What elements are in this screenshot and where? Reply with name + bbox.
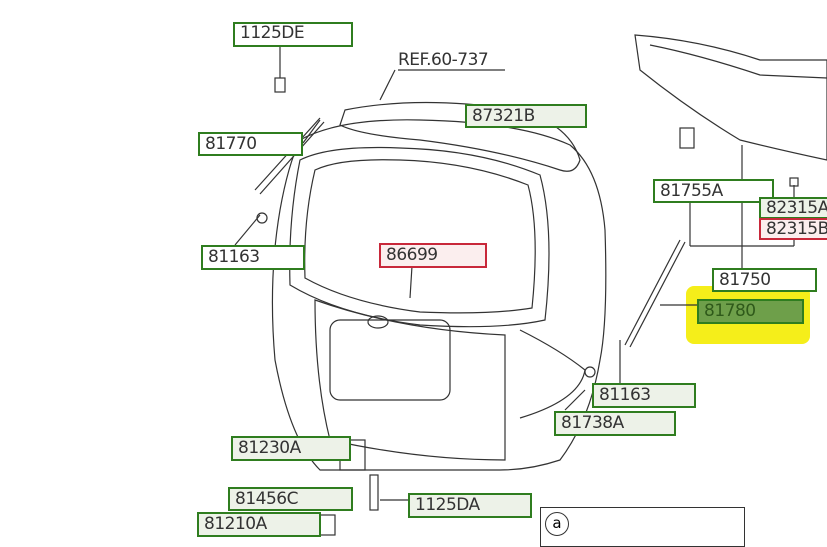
part-label-81738A[interactable]: 81738A [554,411,676,436]
detail-box-a: a [540,507,745,547]
part-label-81163-right[interactable]: 81163 [592,383,696,408]
part-label-81780[interactable]: 81780 [697,299,804,324]
part-label-82315A[interactable]: 82315A [759,197,827,219]
part-label-81230A[interactable]: 81230A [231,436,351,461]
reference-label: REF.60-737 [398,50,489,70]
part-label-81770[interactable]: 81770 [198,132,303,156]
part-label-81755A[interactable]: 81755A [653,179,774,203]
part-label-81210A[interactable]: 81210A [197,512,321,537]
part-label-81456C[interactable]: 81456C [228,487,353,511]
detail-marker-a: a [545,512,569,536]
part-label-82315B[interactable]: 82315B [759,218,827,240]
part-label-81163-left[interactable]: 81163 [201,245,305,270]
part-label-81750[interactable]: 81750 [712,268,817,292]
part-label-1125DE[interactable]: 1125DE [233,22,353,47]
part-label-87321B[interactable]: 87321B [465,104,587,128]
part-label-86699[interactable]: 86699 [379,243,487,268]
part-label-1125DA[interactable]: 1125DA [408,493,532,518]
